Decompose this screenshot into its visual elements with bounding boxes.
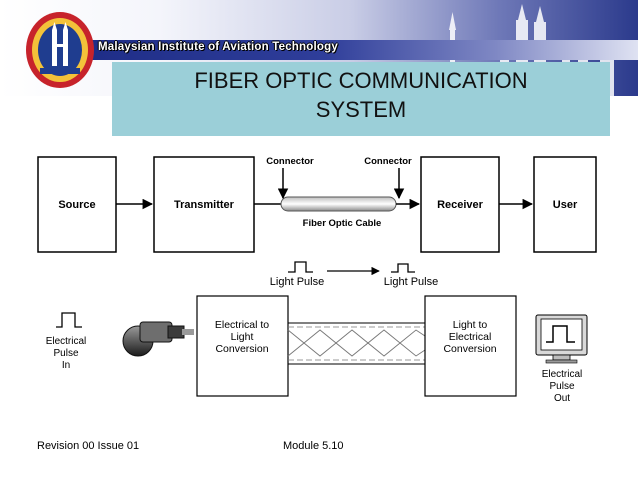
fiber-optic-diagram: Source Transmitter Connector Connector F… [37, 156, 597, 404]
user-label: User [553, 199, 578, 211]
electrical-pulse-in-icon [56, 312, 82, 328]
light-pulse-left-icon [288, 261, 313, 273]
light-to-electrical-block [424, 295, 517, 397]
fiber-core-icon [287, 322, 426, 365]
transmitter-label: Transmitter [174, 199, 235, 211]
electrical-to-light-block [196, 295, 289, 397]
light-pulse-right-label: Light Pulse [384, 276, 438, 288]
source-block [37, 156, 117, 253]
slide-title: FIBER OPTIC COMMUNICATION SYSTEM [112, 66, 610, 124]
institute-name: Malaysian Institute of Aviation Technolo… [98, 41, 338, 53]
source-label: Source [58, 199, 95, 211]
e2l-line1: Electrical to [215, 319, 269, 331]
transmitter-block [153, 156, 255, 253]
title-box [112, 62, 610, 136]
institute-strip [70, 40, 638, 60]
light-pulse-right-icon [391, 263, 415, 273]
pulse-in-line1: Electrical [46, 336, 87, 347]
pulse-out-line1: Electrical [542, 369, 583, 380]
cable-label: Fiber Optic Cable [303, 218, 382, 229]
fiber-optic-cable [280, 196, 397, 212]
footer-module: Module 5.10 [283, 440, 344, 452]
l2e-line3: Conversion [443, 343, 496, 355]
connector-right-label: Connector [364, 156, 412, 167]
slide-title-line1: FIBER OPTIC COMMUNICATION [194, 68, 528, 93]
connector-left-label: Connector [266, 156, 314, 167]
footer-revision: Revision 00 Issue 01 [37, 440, 140, 452]
pulse-in-line2: Pulse [53, 348, 78, 359]
monitor-icon [535, 314, 588, 364]
unikl-miat-seal-icon [26, 12, 94, 88]
pulse-out-line2: Pulse [549, 381, 574, 392]
l2e-line2: Electrical [449, 331, 492, 343]
receiver-label: Receiver [437, 199, 484, 211]
e2l-line3: Conversion [215, 343, 268, 355]
e2l-line2: Light [231, 331, 254, 343]
laser-diode-icon [122, 321, 194, 357]
user-block [533, 156, 597, 253]
slide-title-line2: SYSTEM [315, 97, 407, 122]
pulse-out-line3: Out [554, 393, 570, 404]
receiver-block [420, 156, 500, 253]
l2e-line1: Light to [453, 319, 488, 331]
light-pulse-left-label: Light Pulse [270, 276, 324, 288]
pulse-in-line3: In [62, 360, 70, 371]
